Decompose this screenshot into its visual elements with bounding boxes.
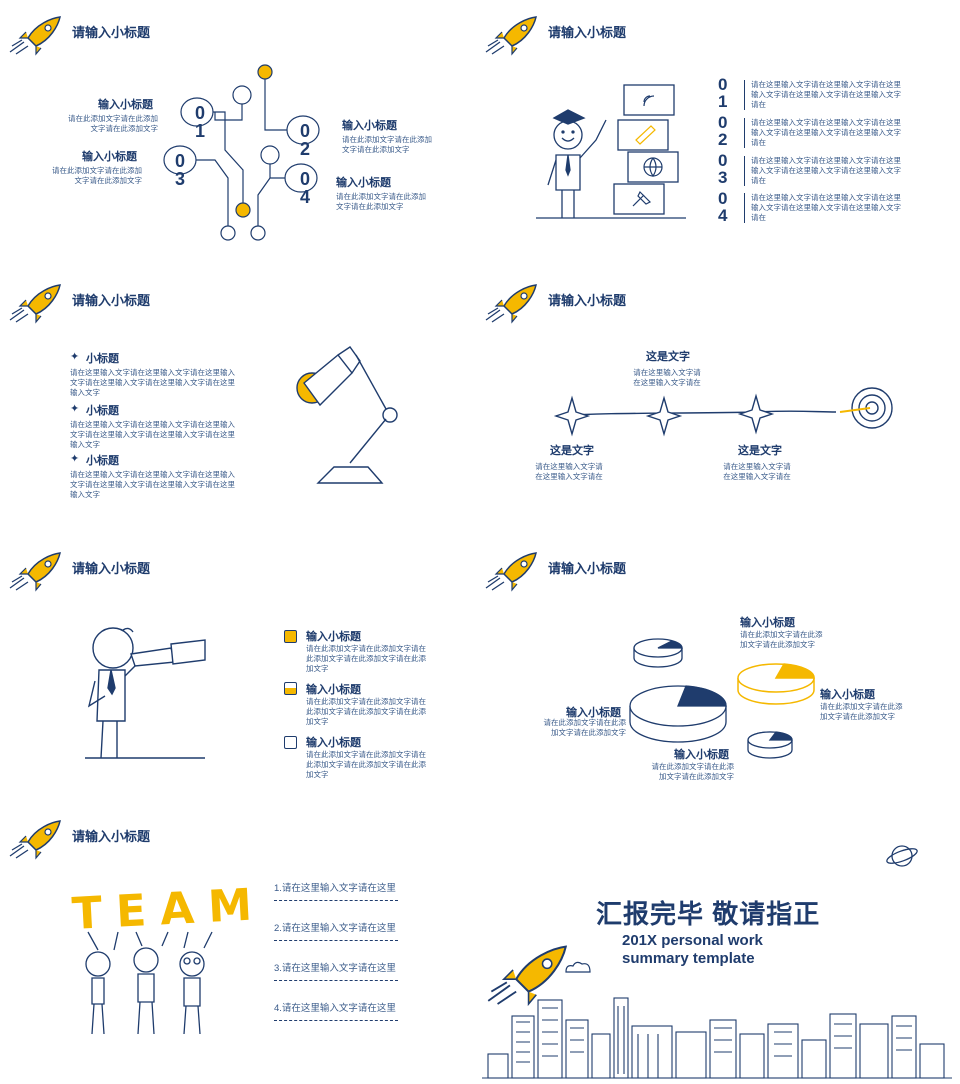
s3-item3-title: 小标题	[86, 455, 119, 467]
rocket-icon	[485, 552, 537, 592]
checkbox-icon	[284, 736, 297, 749]
sparkle-icon: ✦	[70, 351, 80, 363]
s2-num-3: 03	[718, 151, 728, 187]
s1-item4-title: 输入小标题	[336, 177, 391, 189]
s1-item3-text: 请在此添加文字请在此添加文字请在此添加文字	[52, 166, 142, 185]
slide-title: 请输入小标题	[72, 561, 151, 576]
slide-8[interactable]: 汇报完毕 敬请指正 201X personal work summary tem…	[476, 804, 952, 1084]
circuit-diagram	[163, 64, 320, 241]
s6-item2-text: 请在此添加文字请在此添加文字请在此添加文字	[820, 702, 903, 721]
slide-7[interactable]: 请输入小标题 TEAM 1.请在这里输入文字请在这里 2.请在这里输入文字请在这…	[0, 804, 476, 1068]
slide-2[interactable]: 请输入小标题 01 02 03 04	[476, 0, 952, 264]
rocket-icon	[485, 284, 537, 324]
s1-item4-text: 请在此添加文字请在此添加文字请在此添加文字	[336, 192, 426, 211]
s2-num-1: 01	[718, 75, 728, 111]
checkbox-icon	[284, 682, 297, 695]
rocket-icon	[9, 552, 61, 592]
slide-title: 请输入小标题	[548, 561, 627, 576]
s4-item2-text: 请在这里输入文字请在这里输入文字请在	[535, 462, 603, 481]
s2-text-4: 请在这里输入文字请在这里输入文字请在这里输入文字请在这里输入文字请在这里输入文字…	[744, 193, 901, 223]
s3-item3-text: 请在这里输入文字请在这里输入文字请在这里输入文字请在这里输入文字请在这里输入文字…	[70, 470, 235, 499]
s6-item2-title: 输入小标题	[820, 689, 875, 701]
s4-item1-title: 这是文字	[646, 351, 690, 363]
s5-item3-text: 请在此添加文字请在此添加文字请在此添加文字请在此添加文字请在此添加文字	[306, 750, 426, 779]
rocket-icon	[487, 945, 568, 1007]
desk-lamp-illustration	[296, 346, 398, 484]
s6-item3-title: 输入小标题	[566, 707, 621, 719]
checkbox-icon	[284, 630, 297, 643]
s6-item1-text: 请在此添加文字请在此添加文字请在此添加文字	[740, 630, 823, 649]
s2-text-3: 请在这里输入文字请在这里输入文字请在这里输入文字请在这里输入文字请在这里输入文字…	[744, 156, 901, 186]
slide-3[interactable]: 请输入小标题 ✦ 小标题 请在这里输入文字请在这里输入文字请在这里输入文字请在这…	[0, 268, 476, 532]
slide-title: 请输入小标题	[72, 293, 151, 308]
s1-item2-text: 请在此添加文字请在此添加文字请在此添加文字	[342, 135, 432, 154]
s2-text-2: 请在这里输入文字请在这里输入文字请在这里输入文字请在这里输入文字请在这里输入文字…	[744, 118, 901, 148]
cloud-icon	[565, 961, 591, 973]
s5-item1-text: 请在此添加文字请在此添加文字请在此添加文字请在此添加文字请在此添加文字	[306, 644, 426, 673]
slide-title: 请输入小标题	[72, 25, 151, 40]
sparkle-icon: ✦	[70, 453, 80, 465]
s6-item3-text: 请在此添加文字请在此添加文字请在此添加文字	[543, 718, 627, 737]
s3-item2-title: 小标题	[86, 405, 119, 417]
sparkle-icon: ✦	[70, 403, 80, 415]
s7-item-4: 4.请在这里输入文字请在这里	[274, 1004, 398, 1021]
s6-item4-text: 请在此添加文字请在此添加文字请在此添加文字	[651, 762, 735, 781]
timeline-target	[553, 387, 893, 437]
s6-item1-title: 输入小标题	[740, 617, 795, 629]
planet-icon	[886, 845, 918, 867]
s3-item1-title: 小标题	[86, 353, 119, 365]
s4-item3-title: 这是文字	[738, 445, 782, 457]
s7-item-2: 2.请在这里输入文字请在这里	[274, 924, 398, 941]
team-word: TEAM	[70, 878, 268, 941]
closing-subtitle-2: summary template	[622, 950, 755, 967]
s7-item-3: 3.请在这里输入文字请在这里	[274, 964, 398, 981]
s2-num-list: 01 02 03 04	[718, 76, 734, 224]
s7-item-1: 1.请在这里输入文字请在这里	[274, 884, 398, 901]
s3-item1-text: 请在这里输入文字请在这里输入文字请在这里输入文字请在这里输入文字请在这里输入文字…	[70, 368, 235, 397]
slide-title: 请输入小标题	[72, 829, 151, 844]
closing-title: 汇报完毕 敬请指正	[596, 899, 821, 929]
closing-subtitle-1: 201X personal work	[622, 932, 763, 949]
s1-item3-title: 输入小标题	[82, 151, 137, 163]
s5-item2-text: 请在此添加文字请在此添加文字请在此添加文字请在此添加文字请在此添加文字	[306, 697, 426, 726]
s5-item1-title: 输入小标题	[306, 631, 361, 643]
s2-num-2: 02	[718, 113, 728, 149]
rocket-icon	[9, 820, 61, 860]
s4-item3-text: 请在这里输入文字请在这里输入文字请在	[723, 462, 791, 481]
slide-5[interactable]: 请输入小标题 输入小标题 请在此添加文字请在此添加文字请在此添加文字请在此添加文…	[0, 536, 476, 800]
telescope-man-illustration	[85, 627, 206, 759]
city-skyline-illustration	[482, 997, 952, 1079]
s1-item1-title: 输入小标题	[98, 99, 153, 111]
slide-title: 请输入小标题	[548, 25, 627, 40]
s4-item2-title: 这是文字	[550, 445, 594, 457]
teacher-illustration	[536, 84, 686, 219]
rocket-icon	[9, 284, 61, 324]
slide-title: 请输入小标题	[548, 293, 627, 308]
s4-item1-text: 请在这里输入文字请在这里输入文字请在	[633, 368, 701, 387]
s5-item2-title: 输入小标题	[306, 684, 361, 696]
s2-text-1: 请在这里输入文字请在这里输入文字请在这里输入文字请在这里输入文字请在这里输入文字…	[744, 80, 901, 110]
s6-item4-title: 输入小标题	[674, 749, 729, 761]
s2-num-4: 04	[718, 189, 728, 225]
s5-item3-title: 输入小标题	[306, 737, 361, 749]
slide-4[interactable]: 请输入小标题 这是文字 请在这里输入文字请在这里输入文字请在 这是文字 请在这里…	[476, 268, 952, 532]
rocket-icon	[9, 16, 61, 56]
s1-item2-title: 输入小标题	[342, 120, 397, 132]
s1-item1-text: 请在此添加文字请在此添加文字请在此添加文字	[68, 114, 158, 133]
rocket-icon	[485, 16, 537, 56]
pie-charts-illustration	[629, 638, 815, 759]
slide-6[interactable]: 请输入小标题 输入小标题 请在此添加文字请在此添加文字请在此添加文字 输入小标题…	[476, 536, 952, 800]
team-people-illustration	[85, 931, 213, 1035]
s3-item2-text: 请在这里输入文字请在这里输入文字请在这里输入文字请在这里输入文字请在这里输入文字…	[70, 420, 235, 449]
